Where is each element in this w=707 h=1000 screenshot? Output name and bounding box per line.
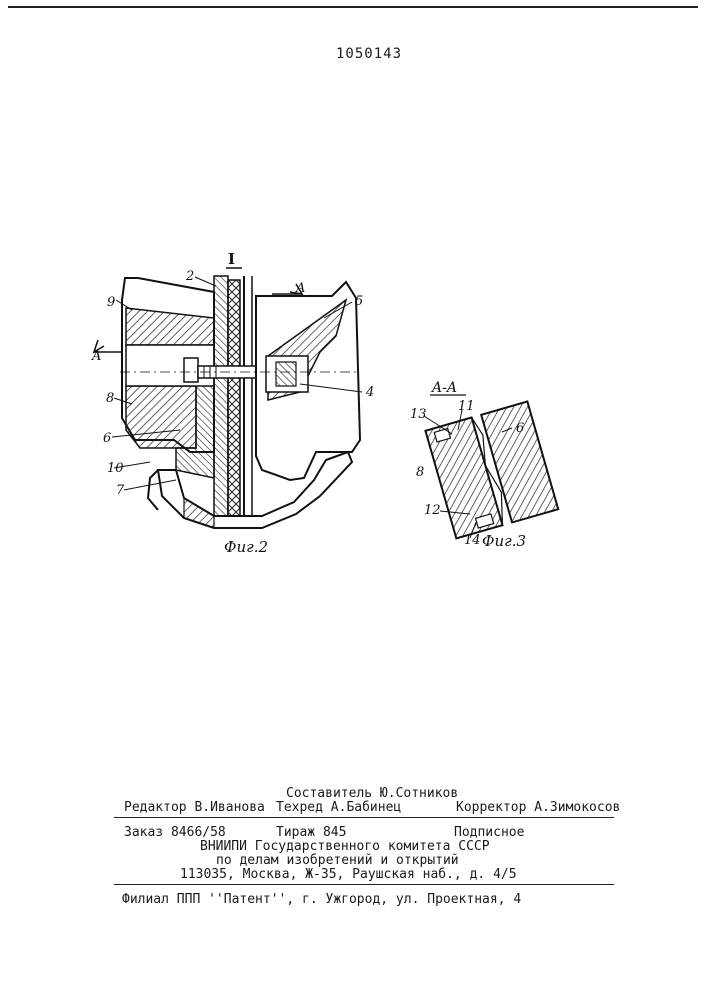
footer-org-line2: по делам изобретений и открытий — [216, 853, 459, 868]
fig2-drawing — [94, 268, 362, 528]
fig3-section-title: A-A — [430, 380, 457, 396]
fig2-part-8 — [126, 386, 196, 448]
footer-divider-1 — [114, 817, 614, 818]
footer-divider-2 — [114, 884, 614, 885]
fig2-label-10: 10 — [107, 461, 124, 476]
fig2-part-10 — [148, 470, 158, 510]
fig3-label-13: 13 — [410, 407, 427, 422]
fig3-label-8: 8 — [416, 465, 424, 480]
footer-subscription: Подписное — [454, 825, 524, 840]
footer-circulation: Тираж 845 — [276, 825, 346, 840]
footer-org-line1: ВНИИПИ Государственного комитета СССР — [200, 839, 490, 854]
fig3-label-11: 11 — [458, 399, 475, 414]
footer-corrector: Корректор А.Зимокосов — [456, 800, 620, 815]
fig3-label-12: 12 — [424, 503, 441, 518]
fig3-label-6: 6 — [516, 421, 524, 436]
fig2-label-4: 4 — [365, 385, 374, 400]
fig2-part-2 — [214, 276, 228, 516]
fig3-label-14: 14 — [464, 533, 481, 548]
fig2-caption: Фиг.2 — [224, 538, 268, 556]
fig2-section-mark-left: A — [91, 349, 101, 364]
footer-org-line3: 113035, Москва, Ж-35, Раушская наб., д. … — [180, 867, 517, 882]
footer-editor: Редактор В.Иванова — [124, 800, 265, 815]
fig2-detail-mark: I — [228, 250, 235, 268]
fig3-drawing — [424, 402, 558, 539]
fig2-label-6: 6 — [103, 431, 111, 446]
footer-branch: Филиал ППП ''Патент'', г. Ужгород, ул. П… — [122, 892, 521, 907]
footer-order: Заказ 8466/58 — [124, 825, 226, 840]
fig2-membrane — [228, 280, 240, 516]
fig2-label-5: 5 — [355, 294, 363, 309]
fig2-section-mark-right: A — [295, 281, 305, 296]
footer-techred: Техред А.Бабинец — [276, 800, 401, 815]
fig2-part-7 — [184, 498, 214, 528]
fig2-label-9: 9 — [107, 295, 115, 310]
footer-compiler: Составитель Ю.Сотников — [286, 786, 458, 801]
fig2-label-2: 2 — [185, 269, 194, 284]
fig2-label-8: 8 — [106, 391, 114, 406]
fig3-caption: Фиг.3 — [482, 532, 526, 550]
fig2-label-7: 7 — [116, 483, 125, 498]
